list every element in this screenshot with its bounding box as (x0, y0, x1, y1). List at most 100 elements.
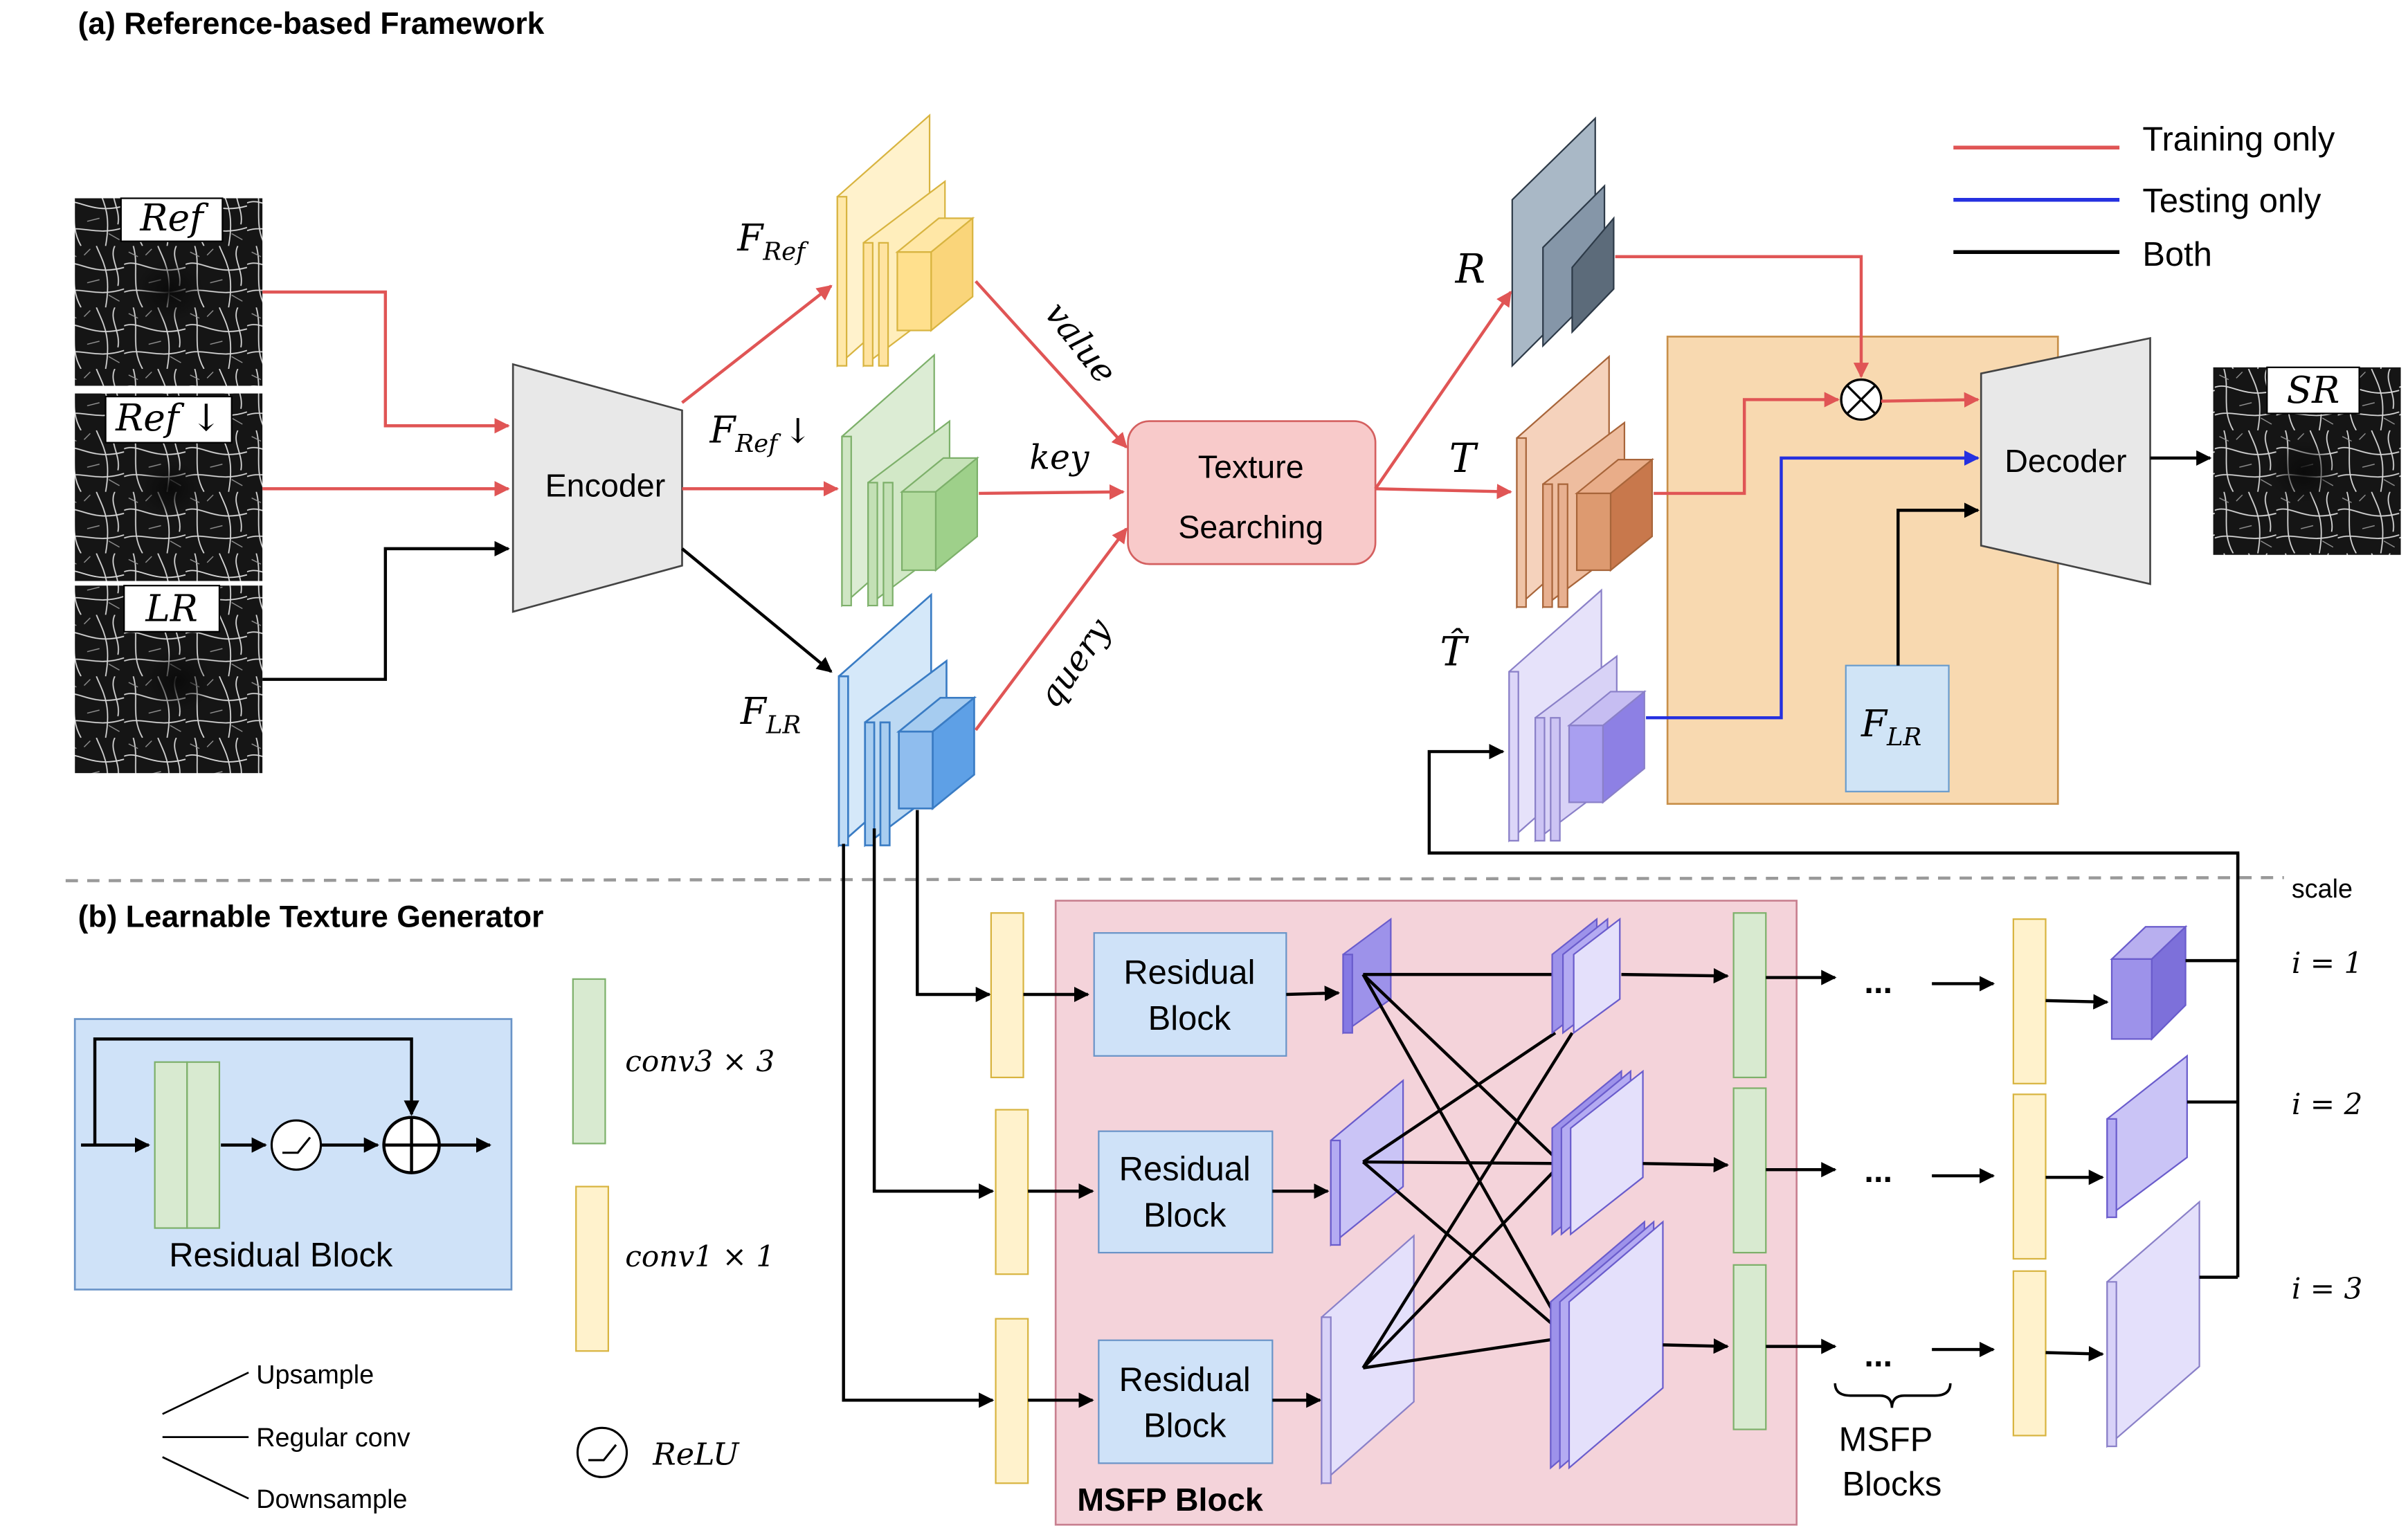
arrow-f-lr-to-decoder (1896, 502, 1980, 666)
f-lr-label: FLR (740, 690, 801, 739)
sr-label: SR (2287, 369, 2340, 412)
scale-label-3: i = 3 (2292, 1272, 2363, 1306)
legend-relu-icon (576, 1426, 628, 1478)
line-type-legend: Upsample Regular conv Downsample (162, 1360, 410, 1513)
legend-conv1-swatch (575, 1185, 609, 1352)
output-feature-scale-3 (2106, 1200, 2200, 1448)
conv1-output-3 (2012, 1270, 2047, 1437)
f-ref-label: FRef (736, 217, 809, 266)
legend-conv3-swatch (572, 978, 606, 1145)
arrow-f-lr-to-conv1-2 (872, 828, 995, 1199)
output-merge-lines (2185, 853, 2240, 1279)
texture-searching-line1: Texture (1198, 449, 1304, 485)
ref-image: Ref (75, 197, 263, 386)
edge-label-key: key (1029, 437, 1090, 477)
ref-label-box (120, 197, 224, 242)
texture-searching-box (1127, 420, 1377, 565)
ref-label: Ref (139, 197, 209, 239)
arrow-t-hat-to-decoder (1646, 450, 1980, 720)
lr-image: LR (75, 585, 263, 774)
legend-conv1-label: conv1 × 1 (625, 1239, 775, 1273)
conv1-input-2 (995, 1109, 1029, 1275)
residual-block-3-line1: Residual (1119, 1361, 1251, 1399)
multiply-node (1840, 378, 1883, 421)
residual-block-1: Residual Block (1093, 932, 1287, 1057)
legend-relu-label: ReLU (652, 1437, 740, 1473)
t-hat-feature-stack (1508, 588, 1647, 843)
decoder-label: Decoder (2004, 443, 2126, 479)
t-hat-label: T̂ (1440, 628, 1469, 675)
f-lr-box-label: FLR (1861, 702, 1921, 752)
edge-label-query: query (1030, 610, 1119, 715)
legend-testing-label: Testing only (2142, 182, 2321, 219)
lr-label-box (123, 585, 221, 633)
msfp-blocks-brace (1834, 1383, 1952, 1408)
section-title-a: (a) Reference-based Framework (78, 7, 545, 41)
arrow-f-lr-to-conv1-3 (842, 844, 995, 1408)
legend: Training only Testing only Both (1953, 121, 2335, 273)
ref-down-label-box (105, 395, 233, 444)
scale-label: scale (2292, 874, 2353, 903)
residual-block-3: Residual Block (1098, 1339, 1274, 1464)
arrow-r-to-multiply (1615, 255, 1870, 379)
msfp-fused-scale-3 (1550, 1220, 1664, 1470)
conv3-msfp-1 (1732, 912, 1767, 1079)
conv1-input-3 (995, 1318, 1029, 1484)
r-label: R (1455, 246, 1485, 293)
arrow-query (974, 527, 1128, 731)
t-feature-stack (1516, 354, 1655, 609)
conv1-input-1 (990, 912, 1024, 1079)
scale-label-1: i = 1 (2292, 946, 2363, 980)
dots-1: ... (1864, 963, 1892, 1001)
f-ref-down-label: FRef↓ (709, 409, 812, 458)
output-feature-scale-2 (2106, 1054, 2188, 1219)
t-label: T (1449, 435, 1479, 482)
sr-image: SR (2213, 366, 2401, 555)
section-title-b: (b) Learnable Texture Generator (78, 900, 544, 934)
residual-block-3-line2: Block (1143, 1408, 1226, 1445)
legend-both-label: Both (2142, 236, 2212, 273)
legend-upsample-label: Upsample (256, 1360, 374, 1389)
arrow-multiply-to-decoder (1881, 392, 1980, 408)
residual-block-detail: Residual Block (73, 1018, 513, 1291)
f-lr-box (1845, 664, 1950, 792)
msfp-block-label: MSFP Block (1077, 1482, 1263, 1518)
arrow-encoder-to-f-ref (681, 284, 833, 404)
conv3-msfp-2 (1732, 1087, 1767, 1254)
arrow-ref-to-encoder (262, 290, 510, 434)
residual-block-1-line1: Residual (1123, 954, 1255, 991)
msfp-fused-scale-2 (1551, 1069, 1644, 1236)
arrow-key (979, 484, 1125, 500)
conv1-output-2 (2012, 1093, 2047, 1260)
conv3-msfp-3 (1732, 1264, 1767, 1430)
decoder-trapezoid (1980, 336, 2151, 585)
conv1-output-1 (2012, 918, 2047, 1084)
msfp-cross-connections (1361, 972, 1574, 1370)
arrow-texture-to-t (1375, 484, 1512, 500)
r-feature-stack (1511, 116, 1615, 368)
legend-regular-label: Regular conv (256, 1423, 410, 1452)
residual-block-2-line1: Residual (1119, 1151, 1251, 1188)
arrow-f-lr-to-conv1-1 (916, 810, 991, 1003)
residual-block-2-line2: Block (1143, 1197, 1226, 1234)
msfp-blocks-line2: Blocks (1842, 1466, 1941, 1503)
scale-label-2: i = 2 (2292, 1087, 2363, 1121)
encoder-trapezoid (512, 363, 683, 613)
msfp-blocks-line1: MSFP (1839, 1421, 1933, 1459)
residual-conv-b (186, 1061, 221, 1229)
msfp-fused-scale-1 (1551, 917, 1621, 1035)
residual-block-1-line2: Block (1148, 1000, 1231, 1037)
f-lr-feature-stack (838, 592, 977, 848)
edge-label-value: value (1037, 294, 1125, 391)
texture-searching-line2: Searching (1178, 509, 1323, 545)
residual-conv-a (154, 1061, 188, 1229)
ref-down-label: Ref ↓ (115, 397, 221, 439)
section-divider (65, 875, 2284, 882)
encoder-label: Encoder (545, 467, 666, 503)
f-ref-down-feature-stack (841, 353, 980, 608)
arrow-value (975, 280, 1128, 448)
residual-block-caption: Residual Block (169, 1237, 393, 1274)
residual-block-2: Residual Block (1098, 1130, 1274, 1254)
dots-2: ... (1864, 1152, 1892, 1190)
